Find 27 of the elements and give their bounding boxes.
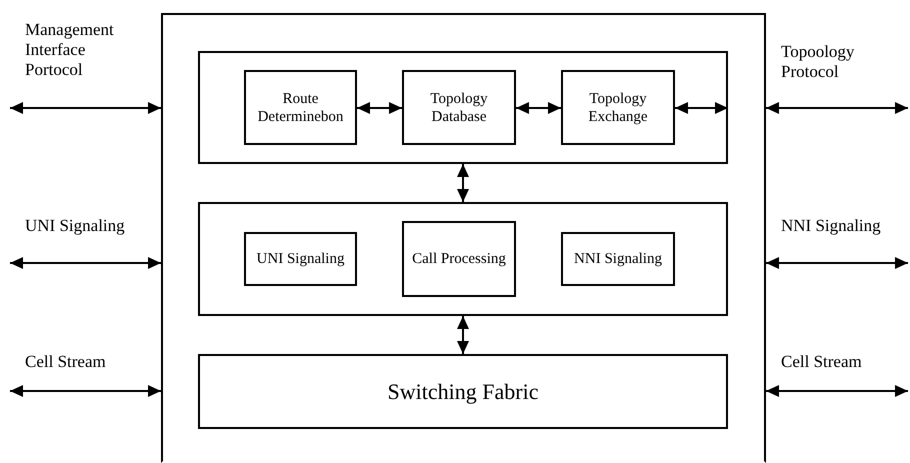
panel-box	[198, 51, 728, 164]
arrow	[357, 102, 402, 114]
arrow	[10, 257, 161, 269]
arrow	[457, 316, 469, 354]
arrow	[766, 385, 908, 397]
edge-label: NNI Signaling	[781, 216, 882, 236]
process-box: Switching Fabric	[198, 354, 728, 429]
process-box: NNI Signaling	[561, 232, 675, 286]
process-box: Topology Exchange	[561, 70, 675, 145]
arrow	[675, 102, 728, 114]
process-box: Topology Database	[402, 70, 516, 145]
process-box: Route Determinebon	[244, 70, 357, 145]
arrow	[766, 102, 908, 114]
edge-label: Cell Stream	[25, 352, 107, 372]
container-box	[161, 13, 766, 463]
arrow	[457, 164, 469, 202]
process-box: Call Processing	[402, 221, 516, 297]
arrow	[10, 385, 161, 397]
arrow	[516, 102, 561, 114]
arrow	[10, 102, 161, 114]
process-box: UNI Signaling	[244, 232, 357, 286]
edge-label: Topoology Protocol	[781, 42, 856, 82]
edge-label: Cell Stream	[781, 352, 863, 372]
panel-box	[198, 202, 728, 316]
edge-label: Management Interface Portocol	[25, 20, 115, 80]
arrow	[766, 257, 908, 269]
edge-label: UNI Signaling	[25, 216, 126, 236]
